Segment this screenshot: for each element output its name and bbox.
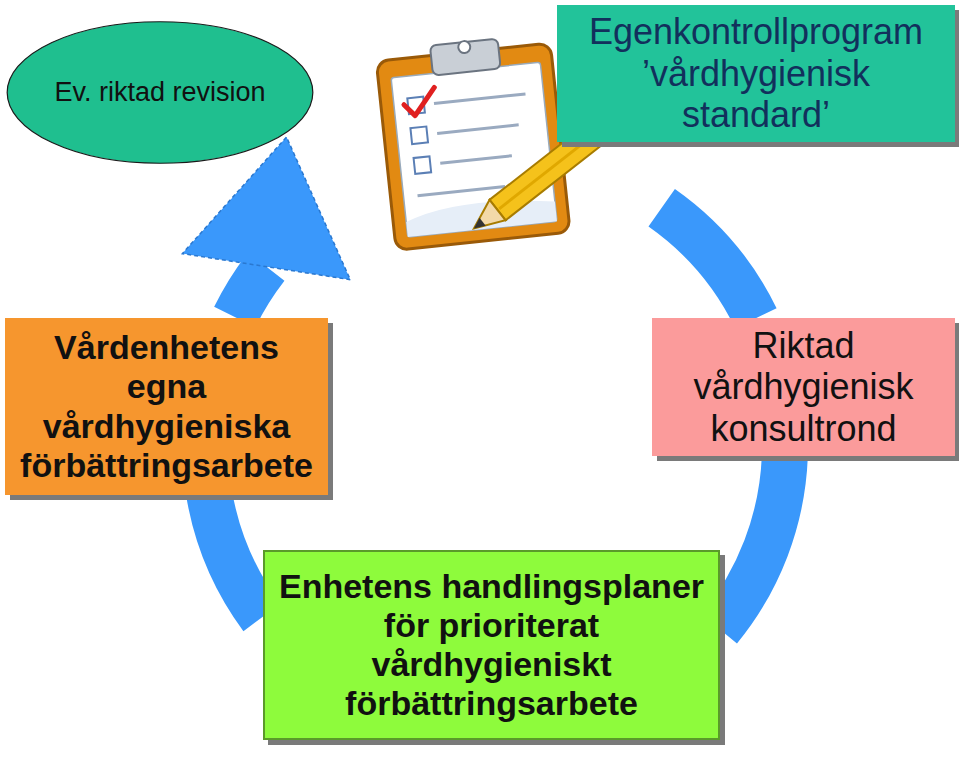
cycle-arrow-segment: [662, 208, 756, 319]
node-label: Riktad vårdhygienisk konsultrond: [662, 325, 945, 449]
cycle-arrow-segment: [182, 137, 350, 317]
node-label: Vårdenhetens egna vårdhygieniska förbätt…: [13, 328, 320, 484]
arc-band: [662, 208, 756, 319]
revision-ellipse: Ev. riktad revision: [5, 20, 315, 165]
cycle-arrow-segment: [719, 457, 785, 629]
cycle-arrow-segment: [209, 493, 262, 618]
arc-band: [209, 493, 262, 618]
arc-band: [719, 457, 785, 629]
improvement-box: Vårdenhetens egna vårdhygieniska förbätt…: [5, 318, 328, 495]
arc-band: [235, 267, 266, 317]
node-label: Enhetens handlingsplaner för prioriterat…: [275, 567, 708, 723]
action-plan-box: Enhetens handlingsplaner för prioriterat…: [263, 550, 720, 740]
node-label: Ev. riktad revision: [54, 77, 265, 108]
program-box: Egenkontrollprogram ’vårdhygienisk stand…: [557, 5, 955, 142]
node-label: Egenkontrollprogram ’vårdhygienisk stand…: [577, 11, 935, 135]
consult-box: Riktad vårdhygienisk konsultrond: [652, 318, 955, 456]
